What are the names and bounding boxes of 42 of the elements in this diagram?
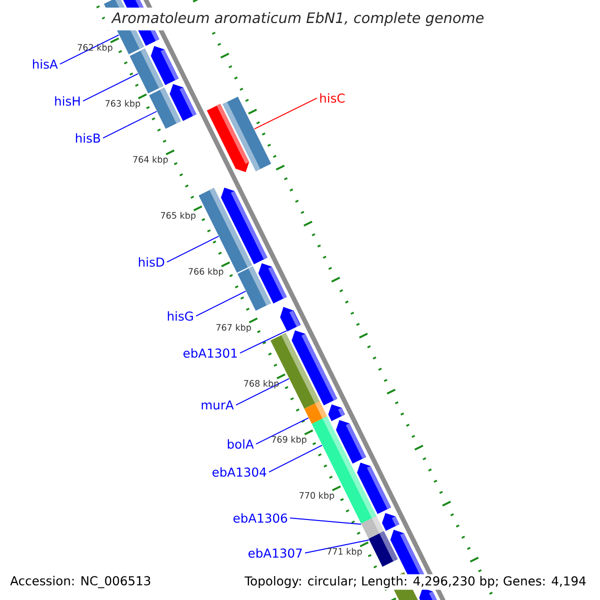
scale-label: 766 kbp bbox=[188, 268, 224, 276]
gene-label: hisH bbox=[55, 96, 80, 106]
gene-label: ebA1307 bbox=[248, 548, 302, 558]
gene-label: hisB bbox=[76, 133, 100, 143]
leader-line bbox=[304, 540, 370, 554]
gene-bar bbox=[238, 266, 272, 311]
scale-label: 770 kbp bbox=[300, 492, 334, 500]
scale-label: 764 kbp bbox=[133, 156, 168, 164]
gene-label: hisD bbox=[138, 257, 164, 267]
scale-label: 769 kbp bbox=[272, 436, 306, 444]
leader-line bbox=[196, 290, 246, 316]
gene-label: hisA bbox=[33, 59, 58, 69]
gene-bar bbox=[130, 48, 164, 94]
leader-line bbox=[254, 98, 318, 130]
gene-bar bbox=[149, 88, 181, 129]
gene-label: ebA1304 bbox=[212, 467, 266, 477]
gene-label: murA bbox=[202, 400, 234, 410]
gene-label: ebA1306 bbox=[234, 513, 288, 523]
scale-label: 771 kbp bbox=[327, 548, 362, 556]
leader-line bbox=[60, 34, 120, 64]
gene-label: bolA bbox=[228, 439, 254, 449]
genome-info-text: Topology: circular; Length: 4,296,230 bp; Genes: 4,194 bbox=[239, 574, 592, 590]
gene-bar bbox=[368, 531, 398, 567]
scale-label: 763 kbp bbox=[106, 100, 140, 108]
leader-line bbox=[166, 236, 220, 262]
cds-block bbox=[280, 306, 301, 332]
gene-label: hisC bbox=[320, 93, 345, 103]
scale-label: 767 kbp bbox=[216, 324, 251, 332]
leader-line bbox=[102, 110, 158, 138]
scale-label: 762 kbp bbox=[78, 44, 112, 52]
gene-bar bbox=[222, 96, 272, 172]
title: Aromatoleum aromaticum EbN1, complete genome bbox=[104, 8, 492, 30]
gene-label: ebA1301 bbox=[184, 348, 237, 358]
leader-line bbox=[82, 73, 138, 102]
scale-label: 768 kbp bbox=[244, 380, 279, 388]
leader-line bbox=[240, 330, 287, 354]
leader-line bbox=[256, 417, 309, 444]
gene-label: hisG bbox=[168, 311, 193, 321]
leader-line bbox=[290, 518, 362, 525]
leader-line bbox=[236, 378, 290, 406]
leader-line bbox=[268, 444, 322, 472]
accession-text: Accession: NC_006513 bbox=[10, 576, 150, 588]
